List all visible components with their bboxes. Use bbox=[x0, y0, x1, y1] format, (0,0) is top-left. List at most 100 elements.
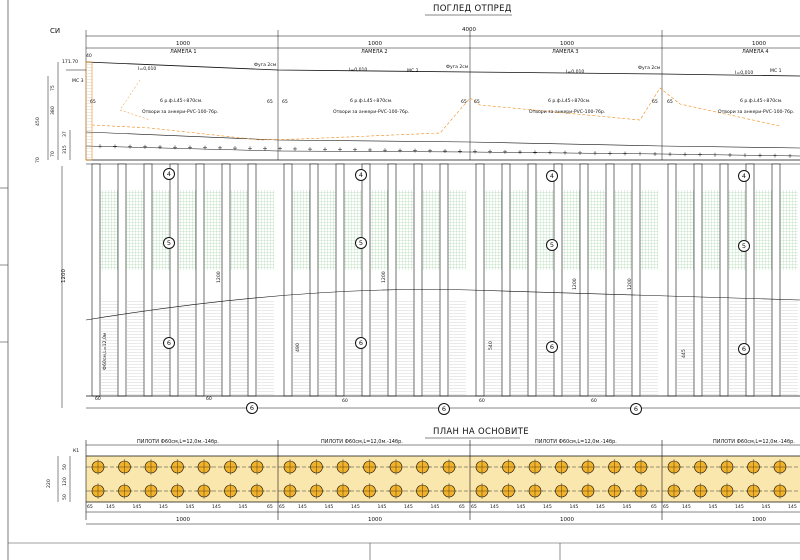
panel-2-slope: I=0,010 bbox=[349, 68, 368, 73]
dim-450: 450 bbox=[36, 117, 41, 126]
pile bbox=[221, 163, 248, 397]
pile bbox=[631, 163, 658, 397]
plan-spacing-dim: 145 bbox=[735, 505, 744, 510]
marker-4-1: 4 bbox=[163, 168, 175, 180]
soil-lower bbox=[614, 300, 632, 396]
marker-6-4: 6 bbox=[738, 343, 750, 355]
soil-hatch bbox=[640, 190, 658, 270]
plan-row-dim-3: 50 bbox=[63, 494, 68, 500]
plan-panel-2-length: 1000 bbox=[368, 517, 382, 523]
pile bbox=[361, 163, 388, 397]
pile bbox=[247, 163, 274, 397]
pile bbox=[667, 163, 694, 397]
panel-3-anchors: Отвори за анкери-PVC-100-76р. bbox=[529, 110, 606, 115]
soil-hatch bbox=[422, 190, 440, 270]
panel-4-slope: I=0,010 bbox=[735, 71, 754, 76]
edge-65-1: 65 bbox=[90, 100, 96, 105]
soil-hatch bbox=[754, 190, 772, 270]
pile-body bbox=[195, 163, 205, 397]
marker-6-3: 6 bbox=[546, 341, 558, 353]
plan-spacing-dim: 145 bbox=[761, 505, 771, 510]
marker-4-2: 4 bbox=[355, 169, 367, 181]
plan-title: ПЛАН НА ОСНОВИТЕ bbox=[433, 427, 529, 437]
plan-end-dim: 65 bbox=[471, 505, 477, 510]
plan-band bbox=[86, 456, 800, 502]
soil-lower bbox=[100, 300, 118, 396]
plan-spacing-dim: 145 bbox=[324, 505, 334, 510]
plan-panel-3-length: 1000 bbox=[560, 517, 574, 523]
pile-body bbox=[247, 163, 257, 397]
soil-lower bbox=[676, 300, 694, 396]
soil-lower bbox=[640, 300, 658, 396]
bottom-60-1: 60 bbox=[95, 397, 101, 402]
pile bbox=[771, 163, 798, 397]
plan-total-width: 220 bbox=[47, 479, 52, 488]
panel-1-length: 1000 bbox=[176, 41, 190, 47]
dim-75: 75 bbox=[51, 85, 56, 91]
soil-hatch bbox=[702, 190, 720, 270]
panel-1-slope: I=0,010 bbox=[138, 67, 157, 72]
bottom-60-5: 60 bbox=[591, 399, 597, 404]
soil-hatch bbox=[536, 190, 554, 270]
panel-1-ms: МС 3 bbox=[72, 79, 84, 84]
plan-spacing-dim: 145 bbox=[543, 505, 552, 510]
dim-1200: 1200 bbox=[61, 269, 67, 283]
soil-hatch bbox=[152, 190, 170, 270]
pile bbox=[283, 163, 310, 397]
rebar-dashed-line bbox=[91, 87, 781, 141]
soil-hatch bbox=[510, 190, 528, 270]
dim-315: 315 bbox=[63, 145, 68, 154]
edge-65-4: 65 bbox=[461, 100, 467, 105]
marker-6-2: 6 bbox=[355, 337, 367, 349]
bottom-60-4: 60 bbox=[479, 399, 485, 404]
dim-37: 37 bbox=[63, 131, 68, 137]
dim-70b: 70 bbox=[36, 157, 41, 163]
panel-4-ms: МС 1 bbox=[770, 69, 782, 74]
pile-body bbox=[91, 163, 101, 397]
marker-6-b2: 6 bbox=[438, 403, 450, 415]
joint-1: Фуга 2см bbox=[254, 63, 277, 68]
plan-end-dim: 65 bbox=[663, 505, 669, 510]
pile bbox=[475, 163, 502, 397]
plan-spacing-dim: 145 bbox=[569, 505, 579, 510]
joint-3: Фуга 2см bbox=[638, 66, 661, 71]
marker-6-b1: 6 bbox=[246, 402, 258, 414]
soil-lower bbox=[562, 300, 580, 396]
edge-65-3: 65 bbox=[282, 100, 288, 105]
soil-lower bbox=[588, 300, 606, 396]
pile-depth-4: 445 bbox=[682, 349, 687, 358]
soil-hatch bbox=[484, 190, 502, 270]
soil-lower bbox=[370, 300, 388, 396]
pile-len-1: 1200 bbox=[217, 271, 222, 283]
plan-spacing-dim: 145 bbox=[430, 505, 440, 510]
pile-depth-3: 540 bbox=[489, 341, 494, 350]
soil-lower bbox=[536, 300, 554, 396]
plan-spacing-dim: 145 bbox=[132, 505, 142, 510]
pile bbox=[527, 163, 554, 397]
soil-hatch bbox=[614, 190, 632, 270]
pile bbox=[91, 163, 118, 397]
marker-6-b3: 6 bbox=[630, 403, 642, 415]
dim-380: 380 bbox=[51, 106, 56, 115]
panel-2-rebar: 6 р.ф.L45÷870см. bbox=[350, 99, 393, 104]
edge-65-5: 65 bbox=[474, 100, 480, 105]
marker-5-3: 5 bbox=[546, 239, 558, 251]
plan-spacing-dim: 145 bbox=[596, 505, 605, 510]
pile-depth-2: 490 bbox=[296, 343, 301, 352]
pile-body bbox=[413, 163, 423, 397]
soil-lower bbox=[344, 300, 362, 396]
plan-spacing-dim: 145 bbox=[377, 505, 387, 510]
panel-4-anchors: Отвори за анкери-PVC-100-76р. bbox=[718, 110, 795, 115]
marker-4-3: 4 bbox=[546, 170, 558, 182]
soil-lower bbox=[484, 300, 502, 396]
soil-hatch bbox=[728, 190, 746, 270]
plan-spacing-dim: 145 bbox=[159, 505, 168, 510]
soil-lower bbox=[780, 300, 798, 396]
pile-body bbox=[667, 163, 677, 397]
pile-body bbox=[579, 163, 589, 397]
strata-boundary bbox=[85, 289, 800, 321]
pile-body bbox=[439, 163, 449, 397]
plan-end-dim: 65 bbox=[87, 505, 93, 510]
view-title: ПОГЛЕД ОТПРЕД bbox=[433, 4, 512, 14]
